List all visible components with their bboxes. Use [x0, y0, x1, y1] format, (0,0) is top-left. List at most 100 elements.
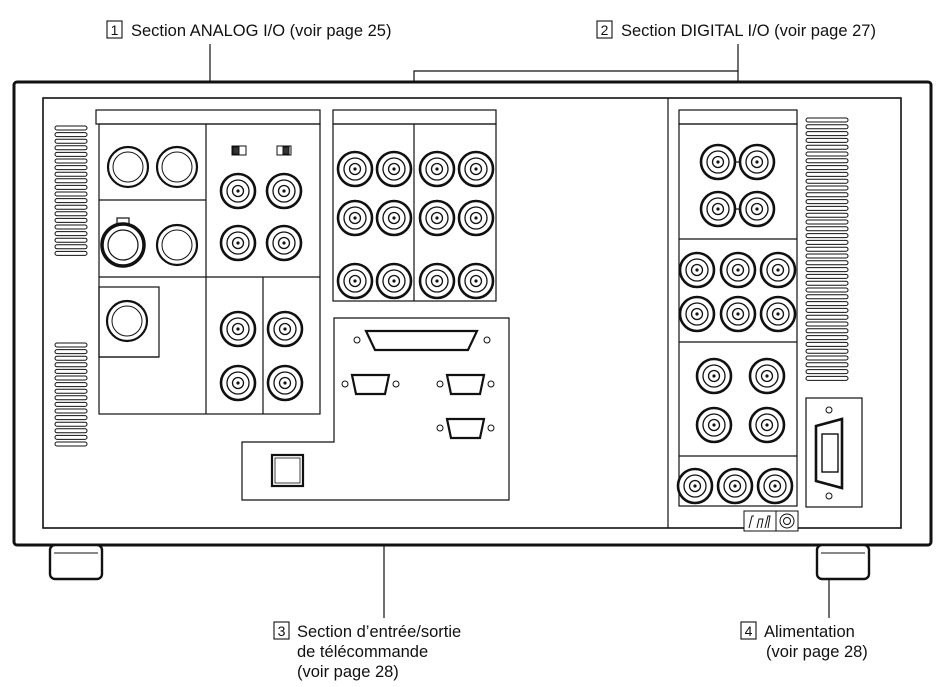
vent-slot	[54, 191, 88, 197]
vent-slot	[54, 368, 88, 374]
dsub-connector-icon	[353, 329, 491, 352]
dsub-connector-icon	[341, 373, 400, 396]
remote-io-section	[241, 317, 510, 501]
bnc-connector-icon	[678, 295, 716, 333]
bnc-connector-icon	[336, 150, 374, 188]
vent-slot	[54, 342, 88, 348]
vent-slot	[54, 382, 88, 388]
vent-slot	[805, 369, 849, 375]
vent-slot	[54, 138, 88, 144]
vent-slot	[805, 307, 849, 313]
vent-slot	[805, 246, 849, 252]
vent-slot	[54, 125, 88, 131]
vent-slot	[805, 301, 849, 307]
vent-slot	[805, 185, 849, 191]
vent-slot	[805, 287, 849, 293]
bnc-connector-icon	[265, 172, 303, 210]
bnc-connectors	[219, 143, 797, 505]
vent-slot	[805, 314, 849, 320]
vent-slot	[54, 415, 88, 421]
bnc-connector-icon	[748, 357, 786, 395]
callout-3-line-1: Section d’entrée/sortie	[297, 623, 461, 641]
callout-2-number: 2	[601, 22, 609, 38]
bnc-connector-icon	[336, 262, 374, 300]
bnc-connector-icon	[219, 224, 257, 262]
callout-4-line-2: (voir page 28)	[766, 643, 868, 661]
vent-slot	[54, 151, 88, 157]
vent-slot	[805, 171, 849, 177]
vent-slot	[54, 401, 88, 407]
bnc-connector-icon	[418, 150, 456, 188]
xlr-connectors	[100, 145, 199, 343]
vent-slot	[54, 237, 88, 243]
vent-slot	[54, 171, 88, 177]
bnc-connector-icon	[375, 262, 413, 300]
bnc-connector-icon	[716, 467, 754, 505]
vent-slot	[805, 267, 849, 273]
vent-slot	[805, 335, 849, 341]
vent-slot	[54, 198, 88, 204]
bnc-connector-icon	[265, 224, 303, 262]
bnc-connector-icon	[719, 251, 757, 289]
vent-slot	[54, 428, 88, 434]
remote-square-port-icon	[270, 453, 305, 488]
feet	[48, 543, 871, 581]
callout-1-number-box	[106, 20, 123, 39]
vent-slot	[805, 144, 849, 150]
vent-slot	[54, 421, 88, 427]
analog-io-section	[95, 109, 321, 415]
vent-slot	[54, 375, 88, 381]
vent-slot	[54, 217, 88, 223]
bnc-connector-icon	[266, 310, 304, 348]
dsub-connector-icon	[436, 373, 495, 396]
vent-slot	[805, 348, 849, 354]
vent-slot	[54, 184, 88, 190]
vent-slot	[805, 137, 849, 143]
bnc-connector-icon	[738, 190, 776, 228]
bnc-connector-icon	[676, 467, 714, 505]
bnc-connector-icon	[457, 262, 495, 300]
vent-slot	[805, 151, 849, 157]
dsub-connectors	[270, 329, 495, 488]
vent-slot	[805, 375, 849, 381]
bnc-connector-icon	[457, 199, 495, 237]
bnc-connector-icon	[748, 406, 786, 444]
bnc-connector-icon	[418, 199, 456, 237]
bnc-connector-icon	[695, 357, 733, 395]
switches	[231, 145, 292, 156]
vent-slot	[805, 294, 849, 300]
callout-2: 2 Section DIGITAL I/O (voir page 27)	[596, 20, 876, 40]
vent-slot	[805, 253, 849, 259]
vent-slot	[805, 233, 849, 239]
bnc-connector-icon	[699, 143, 737, 181]
bnc-connector-icon	[695, 406, 733, 444]
xlr-connector-icon	[106, 145, 150, 189]
ground-terminal-icon	[743, 510, 799, 532]
bnc-connector-icon	[375, 150, 413, 188]
bnc-connector-icon	[457, 150, 495, 188]
vent-slot	[805, 260, 849, 266]
vent-slot	[54, 132, 88, 138]
vent-slot	[805, 131, 849, 137]
bnc-connector-icon	[756, 467, 794, 505]
vent-slot	[54, 250, 88, 256]
vent-slot	[54, 145, 88, 151]
vent-slot	[805, 219, 849, 225]
callout-3-line-2: de télécommande	[297, 643, 428, 661]
callout-3: 3 Section d’entrée/sortie de télécommand…	[273, 621, 461, 681]
power-inlet-icon	[805, 397, 863, 508]
callout-4: 4 Alimentation (voir page 28)	[740, 621, 868, 661]
vent-slot	[54, 231, 88, 237]
vent-slot	[805, 117, 849, 123]
dsub-connector-icon	[436, 417, 495, 440]
callout-1-label: Section ANALOG I/O (voir page 25)	[131, 22, 391, 40]
vent-slot	[805, 328, 849, 334]
vent-slot	[54, 211, 88, 217]
bnc-connector-icon	[759, 295, 797, 333]
vent-slot	[805, 124, 849, 130]
vent-slot	[805, 158, 849, 164]
vent-slot	[805, 355, 849, 361]
vent-slot	[805, 165, 849, 171]
bnc-connector-icon	[738, 143, 776, 181]
vent-slot	[54, 395, 88, 401]
